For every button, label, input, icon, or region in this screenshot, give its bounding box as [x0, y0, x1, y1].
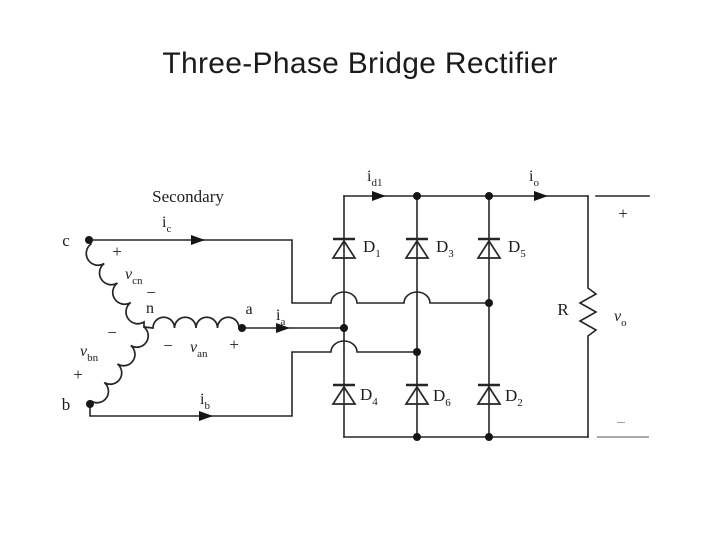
vcn-plus-sign: +: [112, 242, 122, 261]
node-c-dot: [85, 236, 93, 244]
output-plus-sign: +: [618, 204, 628, 223]
node-a-dot: [238, 324, 246, 332]
diode-d1-triangle: [331, 239, 357, 259]
output-minus-sign: −: [616, 413, 626, 432]
vcn-minus-sign: −: [146, 283, 156, 302]
ic-arrow: [191, 235, 205, 245]
diode-d1-label: D1: [363, 237, 381, 260]
node-a-label: a: [245, 301, 252, 318]
node-c-label: c: [62, 231, 70, 250]
current-arrows: [191, 191, 548, 421]
labels: Secondary c n a b ic ia ib id1 io + vcn …: [62, 168, 628, 432]
diode-d3-triangle: [404, 239, 430, 259]
slide-title: Three-Phase Bridge Rectifier: [162, 47, 558, 80]
secondary-windings: [85, 243, 243, 404]
current-label-io: io: [529, 168, 539, 189]
resistor-label: R: [557, 300, 569, 319]
phase-c-junction-d5: [485, 299, 493, 307]
id1-arrow: [372, 191, 386, 201]
diode-d4-label: D4: [360, 385, 378, 408]
top-rail-junction-d3: [413, 192, 421, 200]
ib-arrow: [199, 411, 213, 421]
phase-b-junction-d3: [413, 348, 421, 356]
phase-b-wire: [89, 340, 418, 417]
van-label: van: [190, 339, 208, 360]
node-b-dot: [86, 400, 94, 408]
ia-arrow: [276, 323, 290, 333]
vout-label: vo: [614, 308, 627, 329]
diode-d6-label: D6: [433, 386, 451, 409]
van-plus-sign: +: [229, 335, 239, 354]
winding-an-coil: [143, 316, 243, 329]
wires: [88, 195, 650, 438]
phase-a-junction-d1: [340, 324, 348, 332]
node-b-label: b: [62, 395, 71, 414]
vcn-label: vcn: [125, 266, 143, 287]
phase-c-wire: [88, 239, 490, 304]
diode-d5-triangle: [476, 239, 502, 259]
diode-d4-triangle: [331, 385, 357, 405]
current-label-ib: ib: [200, 391, 210, 412]
diode-d2: [476, 383, 502, 405]
diode-d1: [331, 237, 357, 259]
winding-bn-coil: [89, 326, 150, 404]
node-n-label: n: [146, 300, 154, 317]
current-label-ia: ia: [276, 307, 285, 328]
vbn-label: vbn: [80, 343, 99, 364]
bottom-rail-junction-d2: [485, 433, 493, 441]
vbn-minus-sign: −: [107, 323, 117, 342]
secondary-label: Secondary: [152, 187, 224, 206]
current-label-ic: ic: [162, 214, 171, 235]
diode-d2-label: D2: [505, 386, 523, 409]
diode-d3-label: D3: [436, 237, 454, 260]
diode-d5-label: D5: [508, 237, 526, 260]
diodes: [331, 237, 502, 405]
bottom-rail-junction-d6: [413, 433, 421, 441]
vbn-plus-sign: +: [73, 365, 83, 384]
diode-d6-triangle: [404, 385, 430, 405]
current-label-id1: id1: [367, 168, 382, 189]
top-rail-junction-d5: [485, 192, 493, 200]
diode-d5: [476, 237, 502, 259]
diode-d4: [331, 383, 357, 405]
load-branch-wire: [578, 195, 598, 438]
van-minus-sign: −: [163, 336, 173, 355]
winding-cn-coil: [85, 243, 145, 328]
diode-d2-triangle: [476, 385, 502, 405]
io-arrow: [534, 191, 548, 201]
junction-dots: [85, 192, 493, 441]
diode-d3: [404, 237, 430, 259]
diode-d6: [404, 383, 430, 405]
